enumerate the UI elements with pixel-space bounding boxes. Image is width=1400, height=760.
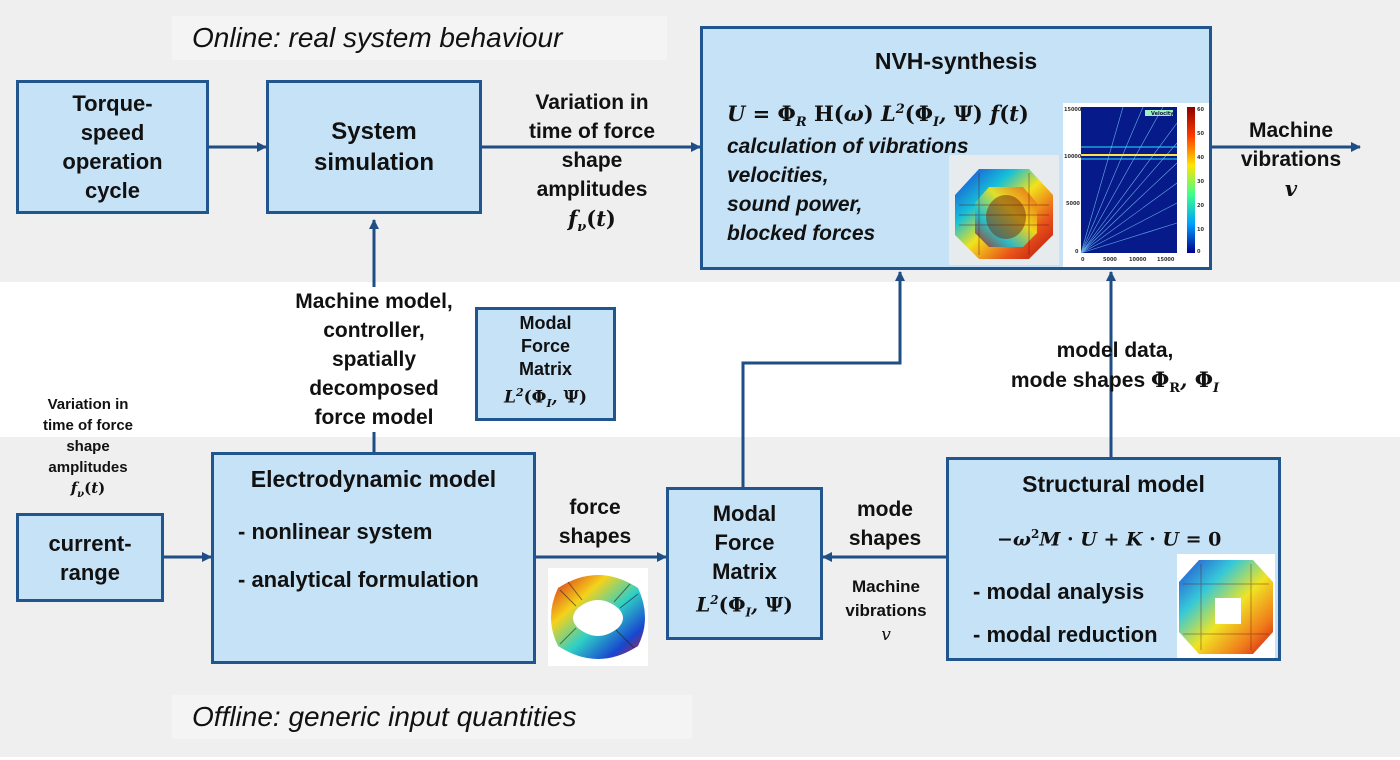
box-line: Modal	[712, 501, 777, 527]
structural-title: Structural model	[1022, 471, 1205, 497]
label-line: shapes	[558, 525, 632, 548]
box-line: range	[60, 559, 120, 585]
colorbar-tick: 0	[1197, 249, 1201, 255]
nvh-title: NVH-synthesis	[874, 48, 1038, 74]
campbell-legend: Velocity	[1151, 111, 1174, 117]
y-tick-label: 5000	[1066, 201, 1080, 207]
x-tick-label: 0	[1081, 257, 1085, 263]
x-tick-label: 15000	[1157, 257, 1175, 263]
force-shapes-label: force shapes	[545, 493, 645, 551]
box-line: cycle	[84, 178, 141, 203]
machine-vibrations-output-label: Machine vibrations v	[1218, 116, 1364, 203]
label-line: shape	[561, 149, 623, 172]
nvh-line: velocities,	[727, 164, 829, 187]
label-line: force model	[314, 406, 434, 429]
variation-force-label-small: Variation in time of force shape amplitu…	[30, 394, 146, 505]
box-line: System	[331, 118, 417, 145]
box-line: simulation	[313, 149, 434, 176]
label-line: decomposed	[309, 377, 439, 400]
stator-vibration-image	[949, 155, 1059, 265]
colorbar-tick: 20	[1197, 203, 1204, 209]
nvh-line: calculation of vibrations	[727, 135, 969, 158]
torque-speed-cycle-box: Torque- speed operation cycle	[16, 80, 209, 214]
y-tick-label: 10000	[1064, 154, 1082, 160]
y-tick-label: 15000	[1064, 107, 1082, 113]
variation-symbol-small: fν(t)	[70, 479, 106, 500]
online-band-label: Online: real system behaviour	[172, 16, 667, 60]
electrodynamic-model-box: Electrodynamic model - nonlinear system …	[211, 452, 536, 664]
label-line: amplitudes	[536, 178, 648, 201]
label-line: shape	[66, 438, 110, 455]
colorbar-tick: 10	[1197, 227, 1204, 233]
label-line: Variation in	[47, 396, 129, 413]
label-line: Machine	[851, 577, 921, 596]
label-line: time of force	[42, 417, 133, 434]
vibration-symbol-small: v	[881, 625, 891, 645]
label-line: time of force	[528, 120, 656, 143]
label-line: Machine model,	[295, 290, 453, 313]
electro-item: - nonlinear system	[238, 519, 433, 544]
vibration-symbol: v	[1284, 176, 1298, 201]
force-shape-image	[548, 568, 648, 666]
label-line: spatially	[331, 348, 417, 371]
nvh-description: calculation of vibrations velocities, so…	[727, 132, 969, 248]
colorbar-tick: 40	[1197, 155, 1204, 161]
structural-model-box: Structural model −ω2M · U + K · U = 0 - …	[946, 457, 1281, 661]
structural-item: - modal analysis	[973, 579, 1145, 604]
current-range-box: current- range	[16, 513, 164, 602]
x-tick-label: 5000	[1103, 257, 1117, 263]
electro-item: - analytical formulation	[238, 567, 479, 592]
structural-equation: −ω2M · U + K · U = 0	[997, 527, 1222, 551]
machine-model-label: Machine model, controller, spatially dec…	[270, 287, 478, 432]
nvh-equation: U = ΦR H(ω) L2(ΦI, Ψ) f(t)	[727, 101, 1029, 131]
colorbar-tick: 30	[1197, 179, 1204, 185]
box-line: Force	[520, 336, 571, 357]
box-line: Matrix	[518, 359, 572, 380]
box-line: speed	[80, 120, 145, 145]
variation-force-label: Variation in time of force shape amplitu…	[492, 88, 692, 242]
machine-vibrations-label-small: Machine vibrations v	[836, 575, 936, 647]
mode-shapes-label: mode shapes	[838, 495, 932, 553]
modal-force-formula: L2(ΦI, Ψ)	[696, 592, 793, 620]
box-line: current-	[48, 530, 132, 556]
offline-band-label: Offline: generic input quantities	[172, 695, 692, 739]
box-line: Modal	[519, 313, 572, 334]
label-line: controller,	[323, 319, 425, 342]
box-line: operation	[62, 149, 163, 174]
modal-force-matrix-inset: Modal Force Matrix L2(ΦI, Ψ)	[475, 307, 616, 421]
structural-mode-image	[1177, 554, 1275, 658]
nvh-line: blocked forces	[727, 222, 876, 245]
system-simulation-box: System simulation	[266, 80, 482, 214]
modal-force-formula: L2(ΦI, Ψ)	[503, 386, 588, 411]
colorbar-tick: 60	[1197, 107, 1204, 113]
x-tick-label: 10000	[1129, 257, 1147, 263]
structural-item: - modal reduction	[973, 622, 1158, 647]
box-line: Torque-	[72, 91, 153, 116]
label-line: model data,	[1056, 339, 1174, 362]
label-line: mode	[856, 498, 913, 521]
box-line: Force	[714, 530, 775, 556]
mode-shapes-formula: mode shapes ΦR, ΦI	[1010, 367, 1220, 397]
y-tick-label: 0	[1075, 249, 1079, 255]
electro-title: Electrodynamic model	[250, 466, 497, 492]
label-line: Variation in	[535, 91, 649, 114]
nvh-synthesis-box: NVH-synthesis U = ΦR H(ω) L2(ΦI, Ψ) f(t)…	[700, 26, 1212, 270]
label-line: vibrations	[1240, 148, 1342, 171]
colorbar-tick: 50	[1197, 131, 1204, 137]
box-line: Matrix	[712, 559, 777, 585]
label-line: force	[569, 496, 621, 519]
campbell-diagram: Velocity 15000 10000 5000 0 0 5000 10000…	[1063, 103, 1209, 267]
modal-force-matrix-box: Modal Force Matrix L2(ΦI, Ψ)	[666, 487, 823, 640]
model-data-label: model data, mode shapes ΦR, ΦI	[980, 336, 1250, 403]
nvh-line: sound power,	[727, 193, 863, 216]
label-line: shapes	[848, 527, 922, 550]
label-line: amplitudes	[48, 459, 128, 476]
label-line: vibrations	[845, 601, 927, 620]
variation-symbol: fν(t)	[568, 206, 616, 236]
label-line: Machine	[1248, 119, 1334, 142]
